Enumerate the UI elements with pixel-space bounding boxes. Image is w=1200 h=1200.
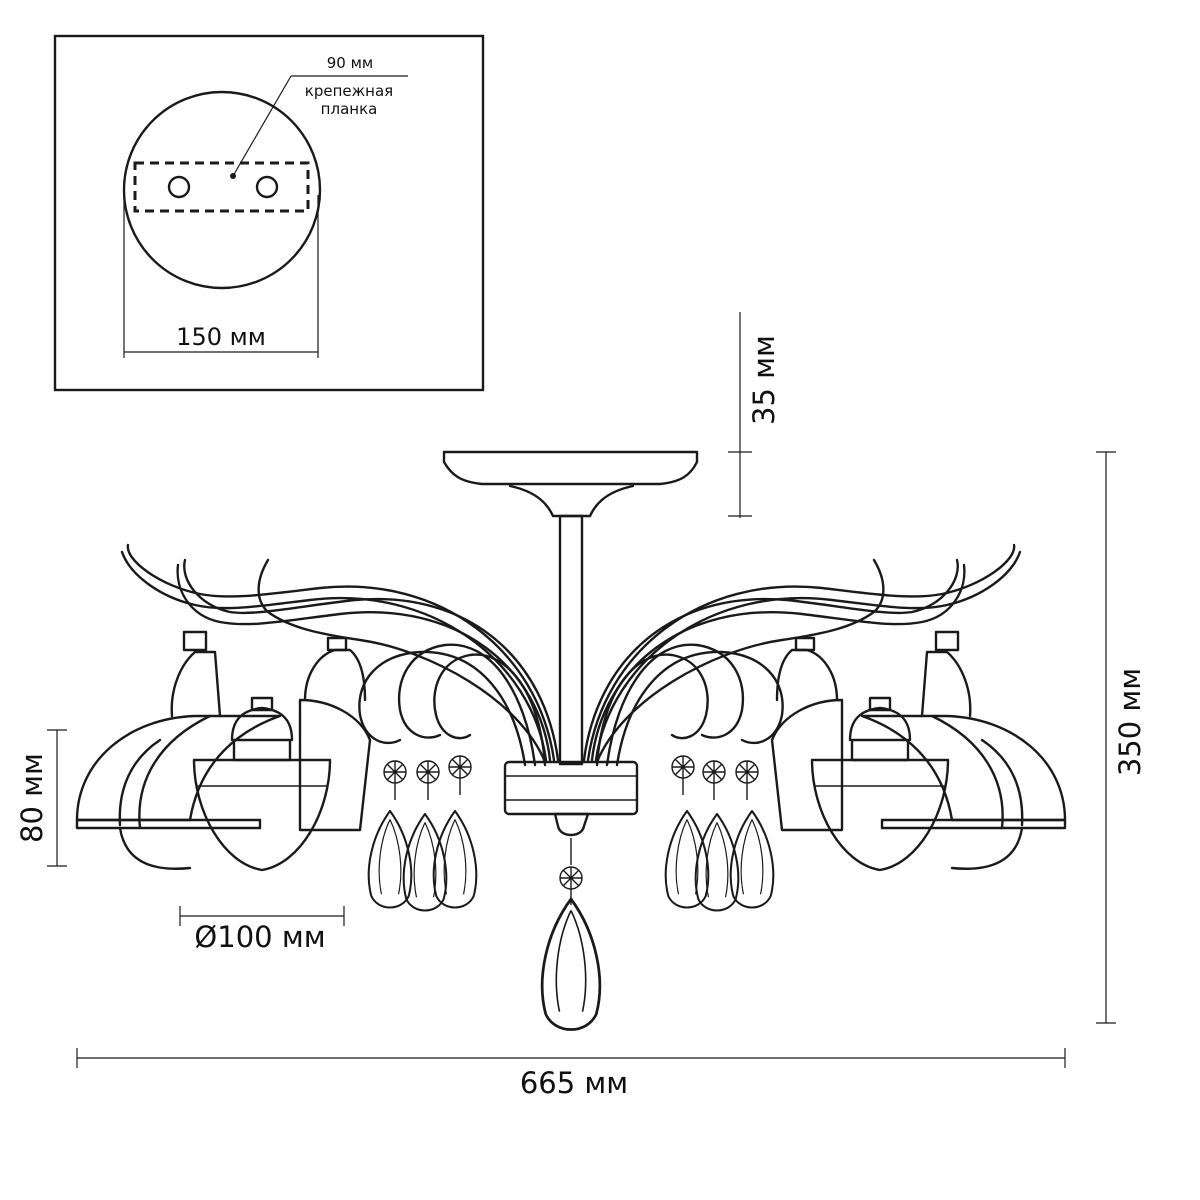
shade-diameter-label: Ø100 мм xyxy=(194,920,325,954)
total-height-label: 350 мм xyxy=(1113,668,1147,776)
plate-width-label: 90 мм xyxy=(327,54,374,72)
screw-hole-left xyxy=(167,175,191,199)
canopy-circle xyxy=(122,90,322,290)
mounting-inset: 150 мм 90 мм крепежная планка xyxy=(53,34,485,392)
shade-mid-right xyxy=(770,636,1004,832)
hub xyxy=(503,760,639,816)
plate-leader xyxy=(232,75,292,177)
stem xyxy=(558,514,584,766)
plate-label-line2: планка xyxy=(321,100,378,118)
crystal-center xyxy=(559,866,583,890)
shade-rear-right xyxy=(860,630,1067,830)
canopy xyxy=(442,450,699,486)
shade-rear-left xyxy=(75,630,282,830)
screw-hole-right xyxy=(255,175,279,199)
canopy-height-label: 35 мм xyxy=(747,335,781,425)
shade-mid-left xyxy=(138,636,372,832)
total-width-label: 665 мм xyxy=(520,1066,628,1100)
shade-height-label: 80 мм xyxy=(15,753,49,843)
dimension-lines xyxy=(47,312,1116,1068)
inset-width-label: 150 мм xyxy=(176,323,266,351)
crystals-left xyxy=(367,755,478,912)
drop-center xyxy=(540,897,602,1031)
mounting-plate xyxy=(133,161,310,213)
plate-label-line1: крепежная xyxy=(305,82,393,100)
crystals-right xyxy=(664,755,775,912)
chandelier xyxy=(75,450,1067,1031)
inset-frame xyxy=(53,34,485,392)
